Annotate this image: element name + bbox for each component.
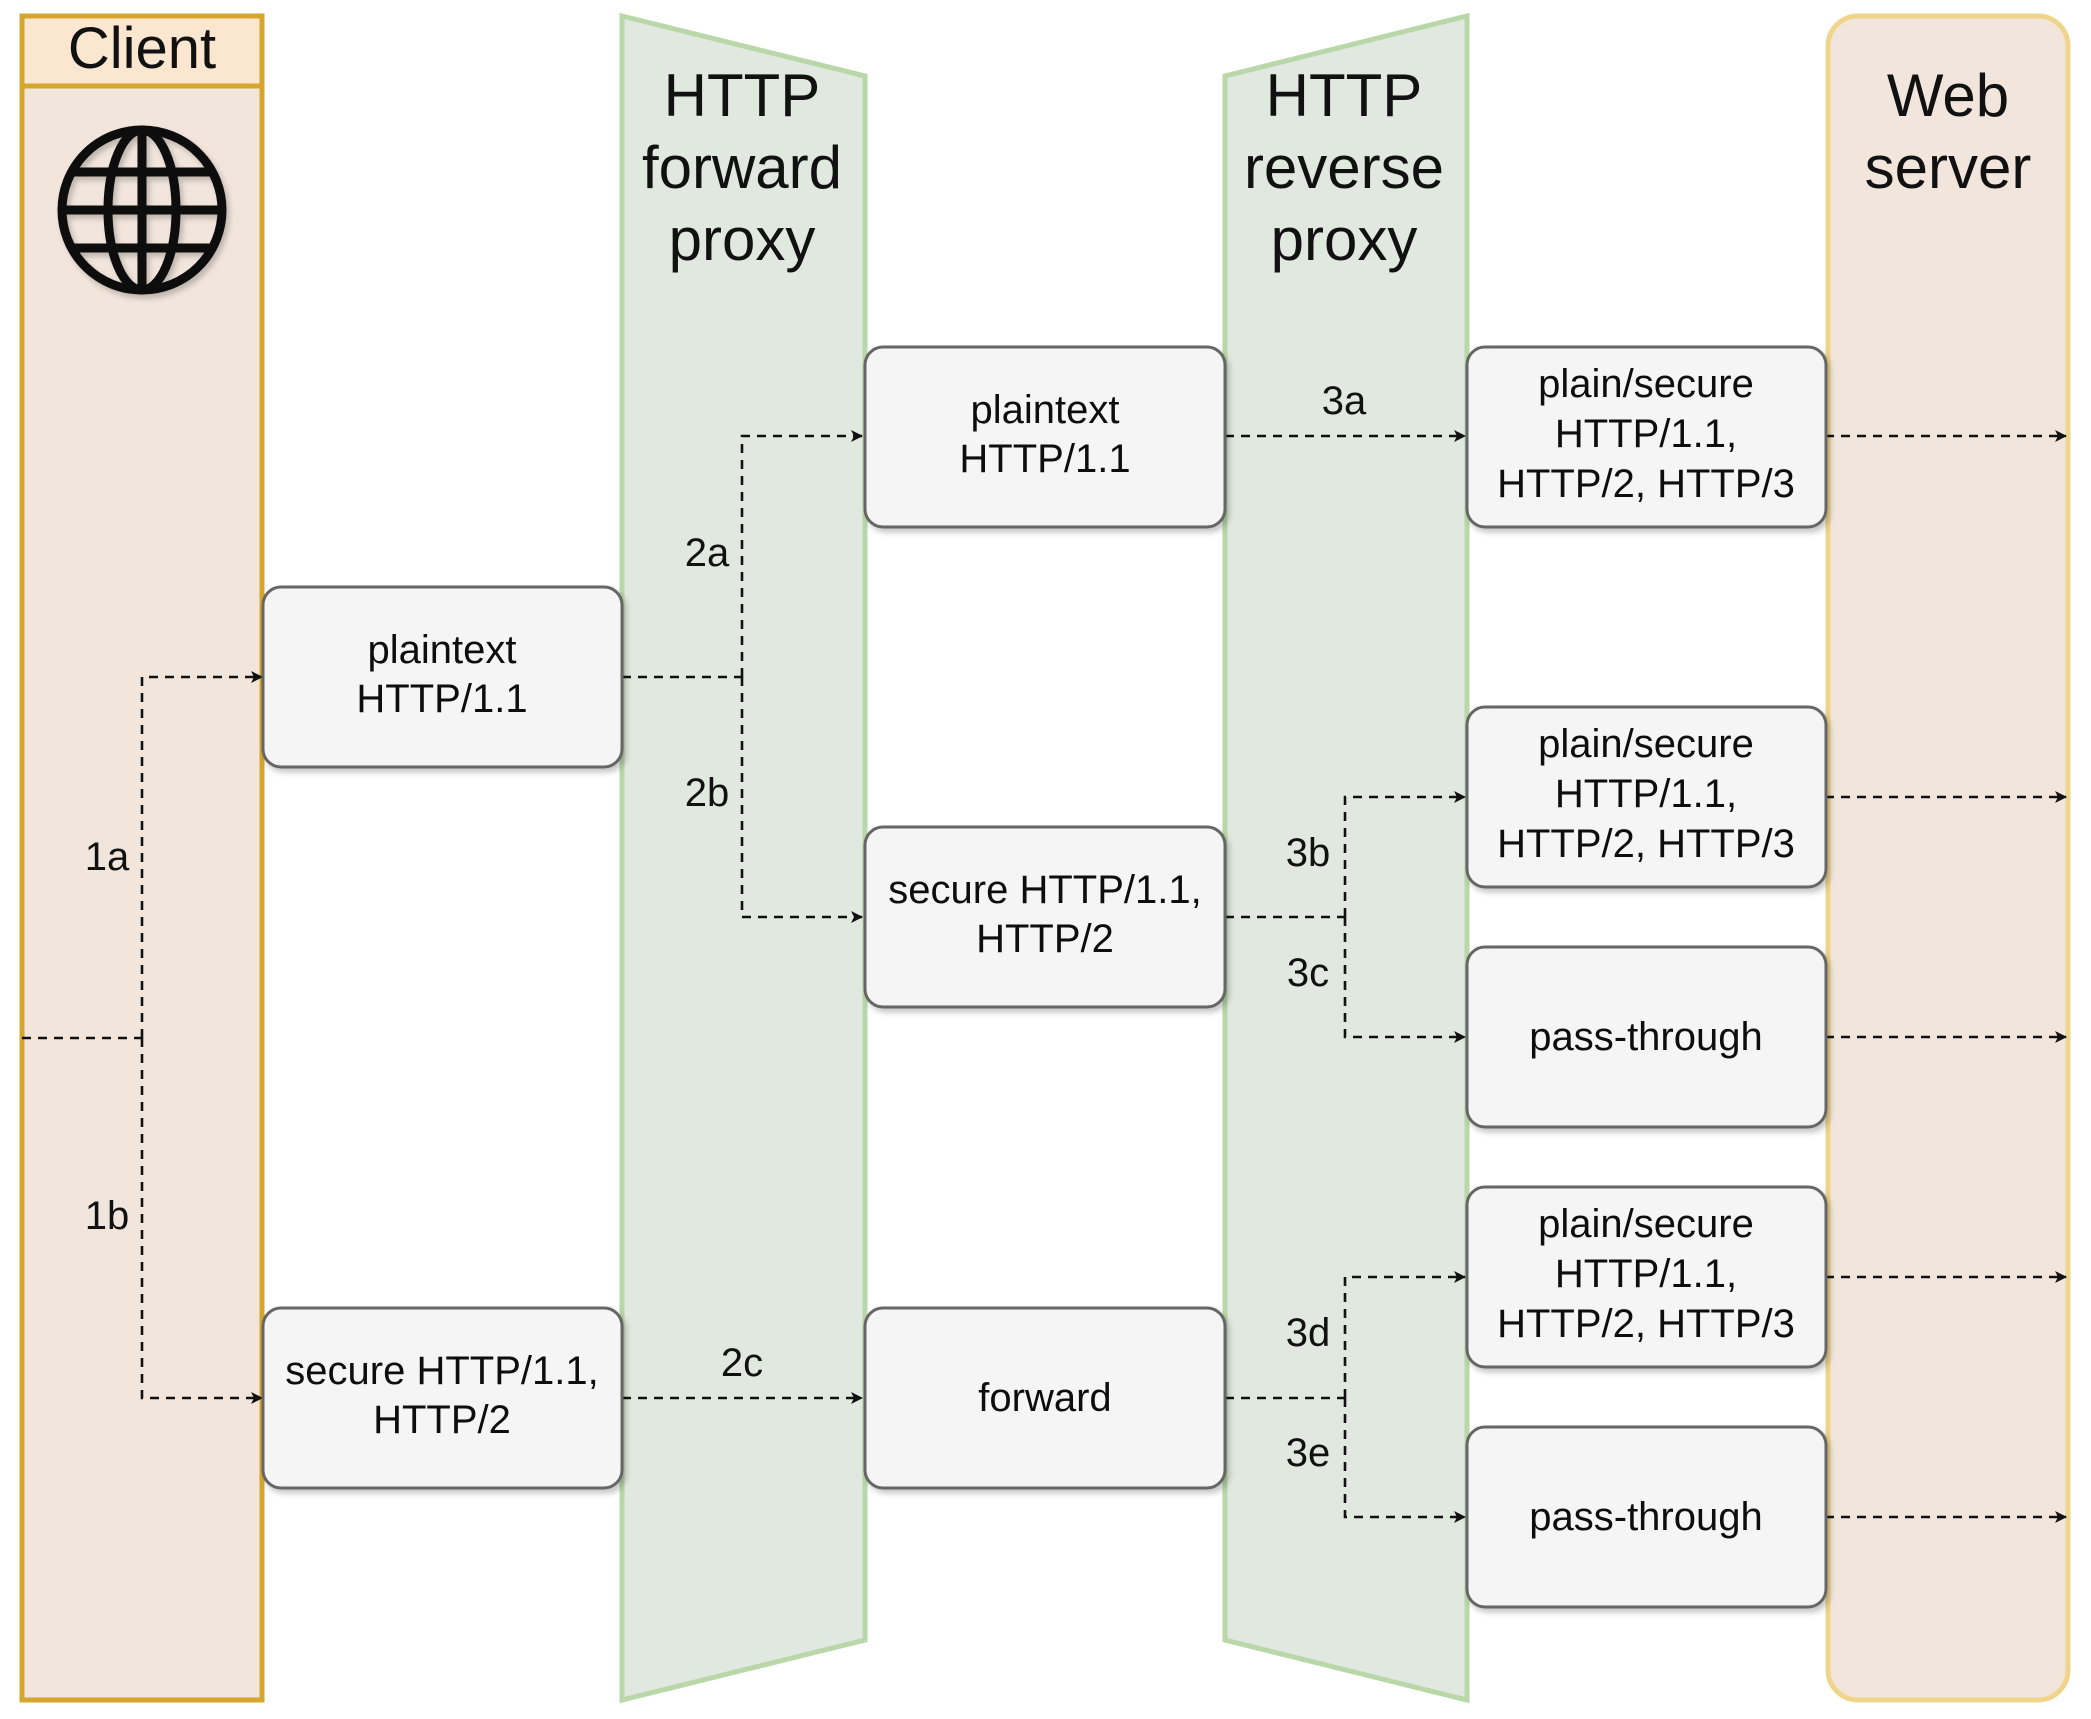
- box-rev-3d: plain/secure HTTP/1.1, HTTP/2, HTTP/3: [1465, 1185, 1828, 1369]
- web-server-lane: Web server: [1825, 13, 2071, 1703]
- box-rev-3a-line1: plain/secure: [1538, 362, 1754, 406]
- box-rev-3b-line1: plain/secure: [1538, 722, 1754, 766]
- box-rev-3d-line1: plain/secure: [1538, 1202, 1754, 1246]
- box-rev-3d-line2: HTTP/1.1,: [1555, 1252, 1737, 1296]
- edge-2a: [740, 430, 863, 677]
- box-rev-3d-line3: HTTP/2, HTTP/3: [1497, 1302, 1795, 1346]
- edge-label-3c: 3c: [1287, 951, 1329, 995]
- box-fwd-forward-line1: forward: [978, 1376, 1111, 1420]
- box-client-plaintext-line2: HTTP/1.1: [356, 677, 527, 721]
- edge-3e: [1343, 1398, 1466, 1523]
- edge-labels: 1a 1b 2a 2b 2c 3a 3b 3c 3d 3e: [78, 379, 1367, 1476]
- edge-label-3a: 3a: [1322, 379, 1367, 423]
- box-rev-3b-line3: HTTP/2, HTTP/3: [1497, 822, 1795, 866]
- reverse-proxy-title-line3: proxy: [1271, 206, 1418, 273]
- client-lane: Client: [19, 13, 265, 1703]
- box-client-secure: secure HTTP/1.1, HTTP/2: [261, 1306, 624, 1490]
- edge-label-3b: 3b: [1286, 831, 1331, 875]
- web-server-shape: [1825, 13, 2071, 1703]
- box-fwd-plaintext-line2: HTTP/1.1: [959, 437, 1130, 481]
- edge-3b: [1343, 791, 1466, 917]
- box-fwd-forward: forward: [863, 1306, 1227, 1490]
- globe-icon: [57, 125, 227, 295]
- forward-proxy-title-line3: proxy: [669, 206, 816, 273]
- web-server-title-line1: Web: [1887, 62, 2009, 129]
- reverse-proxy-title-line1: HTTP: [1266, 62, 1423, 129]
- box-rev-3b: plain/secure HTTP/1.1, HTTP/2, HTTP/3: [1465, 705, 1828, 889]
- box-fwd-secure: secure HTTP/1.1, HTTP/2: [863, 825, 1227, 1009]
- box-fwd-secure-line2: HTTP/2: [976, 917, 1114, 961]
- edge-label-2b: 2b: [685, 771, 730, 815]
- edge-label-3d: 3d: [1286, 1311, 1331, 1355]
- box-rev-3c-line1: pass-through: [1529, 1015, 1762, 1059]
- edge-1a: [140, 671, 263, 1038]
- edge-label-2a: 2a: [685, 531, 730, 575]
- box-rev-3a-line3: HTTP/2, HTTP/3: [1497, 462, 1795, 506]
- box-rev-3e: pass-through: [1465, 1425, 1828, 1609]
- edge-1b: [140, 1038, 263, 1404]
- box-rev-3a: plain/secure HTTP/1.1, HTTP/2, HTTP/3: [1465, 345, 1828, 529]
- web-server-title-line2: server: [1865, 134, 2032, 201]
- forward-proxy-shape: [619, 12, 868, 1704]
- forward-proxy-title-line1: HTTP: [664, 62, 821, 129]
- box-client-plaintext: plaintext HTTP/1.1: [261, 585, 624, 769]
- edge-3c: [1343, 917, 1466, 1043]
- edges: [22, 430, 2067, 1523]
- edge-2b: [740, 677, 863, 923]
- box-fwd-secure-line1: secure HTTP/1.1,: [888, 868, 1201, 912]
- box-rev-3a-line2: HTTP/1.1,: [1555, 412, 1737, 456]
- forward-proxy-lane: HTTP forward proxy: [619, 12, 868, 1704]
- box-fwd-plaintext-line1: plaintext: [971, 388, 1120, 432]
- box-client-secure-line2: HTTP/2: [373, 1398, 511, 1442]
- edge-label-3e: 3e: [1286, 1431, 1331, 1475]
- forward-proxy-title-line2: forward: [642, 134, 842, 201]
- box-rev-3c: pass-through: [1465, 945, 1828, 1129]
- box-client-plaintext-line1: plaintext: [368, 628, 517, 672]
- edge-3d: [1343, 1271, 1466, 1398]
- client-lane-title: Client: [68, 16, 216, 81]
- box-rev-3e-line1: pass-through: [1529, 1495, 1762, 1539]
- edge-label-1a: 1a: [85, 835, 130, 879]
- box-client-secure-line1: secure HTTP/1.1,: [285, 1349, 598, 1393]
- edge-label-2c: 2c: [721, 1341, 763, 1385]
- edge-label-1b: 1b: [85, 1194, 130, 1238]
- box-rev-3b-line2: HTTP/1.1,: [1555, 772, 1737, 816]
- reverse-proxy-title-line2: reverse: [1244, 134, 1444, 201]
- box-fwd-plaintext: plaintext HTTP/1.1: [863, 345, 1227, 529]
- client-lane-header: [19, 13, 265, 89]
